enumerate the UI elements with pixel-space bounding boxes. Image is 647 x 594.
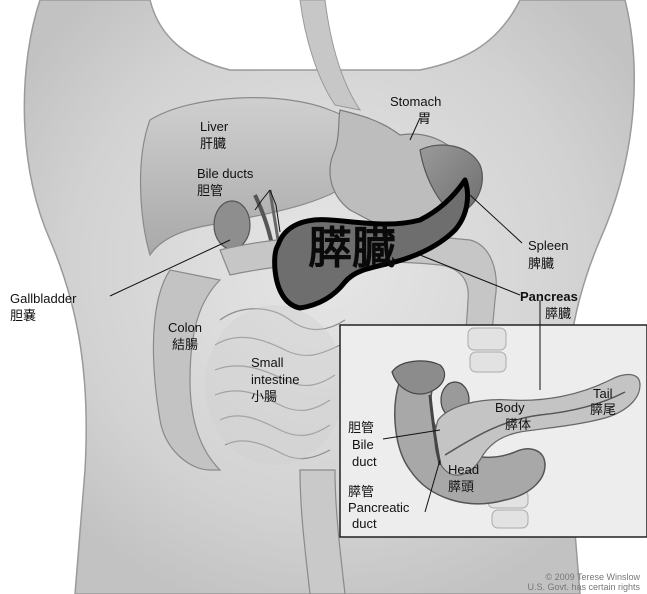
credit-line-1: © 2009 Terese Winslow (545, 572, 640, 582)
small-intestine-label-line2: intestine (251, 372, 299, 387)
bile-duct-label-jp: 胆管 (348, 420, 374, 435)
pancreatic-duct-label-line2: duct (352, 516, 377, 531)
gallbladder-label-jp: 胆嚢 (10, 308, 36, 323)
spleen-label-jp: 脾臓 (528, 256, 554, 271)
body-label-jp: 膵体 (505, 417, 531, 432)
bile-ducts-label: Bile ducts (197, 166, 254, 181)
pancreas-highlight-label: 膵臓 (308, 224, 396, 273)
colon-label-jp: 結腸 (172, 337, 198, 352)
bile-duct-label-line1: Bile (352, 437, 374, 452)
head-label-jp: 膵頭 (448, 479, 474, 494)
head-label: Head (448, 462, 479, 477)
liver-label-jp: 肝臓 (200, 136, 226, 151)
gallbladder (214, 201, 250, 249)
small-intestine-label-line1: Small (251, 355, 284, 370)
bile-ducts-label-jp: 胆管 (197, 183, 223, 198)
pancreas-label-jp: 膵臓 (545, 306, 571, 321)
colon-label: Colon (168, 320, 202, 335)
tail-label: Tail (593, 386, 613, 401)
pancreatic-duct-label-jp: 膵管 (348, 484, 374, 499)
gallbladder-label: Gallbladder (10, 291, 77, 306)
liver-label: Liver (200, 119, 229, 134)
pancreas-label: Pancreas (520, 289, 578, 304)
stomach-label-jp: 胃 (418, 111, 431, 126)
stomach-label: Stomach (390, 94, 441, 109)
small-intestine-label-jp: 小腸 (251, 389, 277, 404)
spleen-label: Spleen (528, 238, 568, 253)
pancreatic-duct-label-line1: Pancreatic (348, 500, 410, 515)
credit-line-2: U.S. Govt. has certain rights (527, 582, 640, 592)
tail-label-jp: 膵尾 (590, 402, 616, 417)
body-label: Body (495, 400, 525, 415)
bile-duct-label-line2: duct (352, 454, 377, 469)
